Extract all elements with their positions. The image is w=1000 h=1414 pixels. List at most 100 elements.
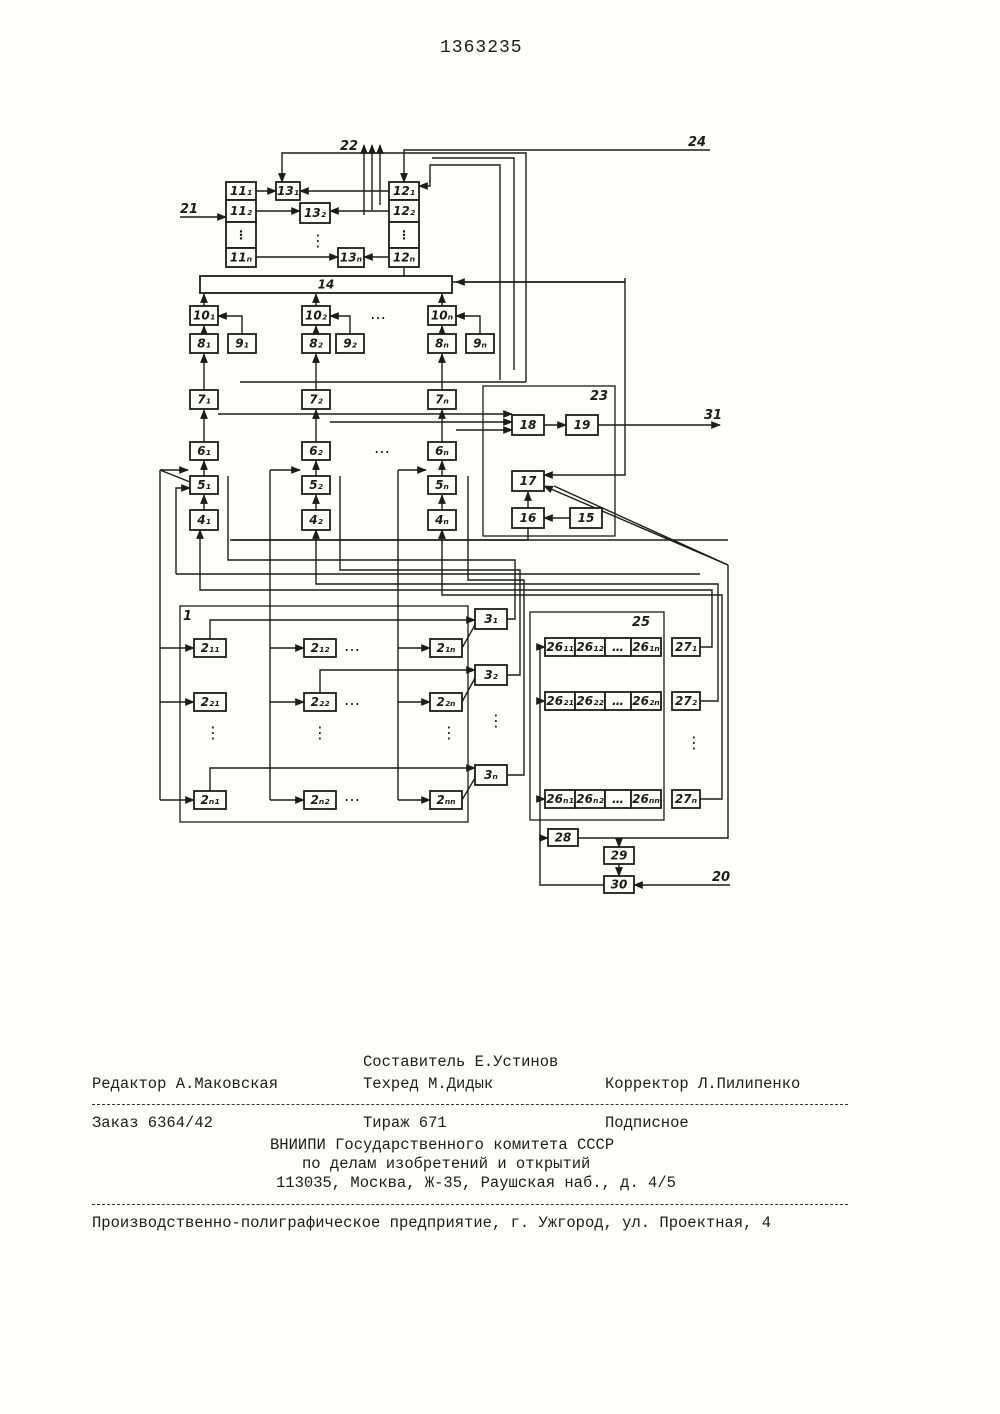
organization-line-1: ВНИИПИ Государственного комитета СССР: [270, 1136, 614, 1154]
block-27-2: 27₂: [672, 692, 700, 710]
circulation-line: Тираж 671: [363, 1114, 447, 1132]
block-26-1n: 26₁ₙ: [631, 638, 661, 656]
block-label: 2₁₁: [201, 641, 220, 655]
block-3-n: 3ₙ: [475, 765, 507, 785]
block-diagram: 11₁11₂⋮11ₙ13₁13₂13ₙ12₁12₂⋮12ₙ1410₁10₂10ₙ…: [0, 0, 1000, 940]
block-label: 13₂: [304, 206, 327, 220]
block-label: 7₂: [309, 393, 323, 407]
block-4-2: 4₂: [302, 510, 330, 530]
block-label: 18: [520, 418, 537, 432]
block-3-1: 3₁: [475, 609, 507, 629]
block-2-n1: 2ₙ₁: [194, 791, 226, 809]
block-label: 26₂₂: [576, 694, 604, 708]
block-label: 16: [520, 511, 537, 525]
order-line: Заказ 6364/42: [92, 1114, 213, 1132]
block-4-n: 4ₙ: [428, 510, 456, 530]
terminal-24: 24: [688, 135, 706, 150]
vertical-dots-mark: ⋮: [310, 231, 326, 250]
block-label: …: [612, 640, 624, 654]
block-28: 28: [548, 829, 578, 846]
corrector-line: Корректор Л.Пилипенко: [605, 1075, 800, 1093]
block-label: 5ₙ: [435, 478, 449, 492]
block-label: 12₂: [393, 204, 416, 218]
block-label: 3ₙ: [484, 768, 498, 782]
block-5-1: 5₁: [190, 476, 218, 494]
block-label: …: [612, 694, 624, 708]
block-label: 3₁: [484, 612, 498, 626]
organization-line-2: по делам изобретений и открытий: [302, 1155, 590, 1173]
block-label: 26ₙ₁: [546, 792, 573, 806]
block-label: 5₂: [309, 478, 323, 492]
vertical-dots-mark: ⋮: [312, 723, 328, 742]
ellipsis-mark: …: [344, 786, 360, 805]
block-label: 6₂: [309, 444, 323, 458]
block-15: 15: [570, 508, 602, 528]
block-label: 6₁: [197, 444, 211, 458]
wire: [176, 488, 190, 574]
block-26-n1: 26ₙ₁: [545, 790, 575, 808]
vertical-dots-mark: ⋮: [205, 723, 221, 742]
block-12-n: 12ₙ: [389, 248, 419, 267]
block-label: 13ₙ: [340, 251, 363, 265]
block-26-dn: …: [605, 790, 631, 808]
block-label: 26₂₁: [546, 694, 573, 708]
block-26-22: 26₂₂: [575, 692, 605, 710]
block-8-1: 8₁: [190, 334, 218, 353]
block-label: 26ₙₙ: [632, 792, 660, 806]
vertical-dots-mark: ⋮: [441, 723, 457, 742]
block-29: 29: [604, 847, 634, 864]
block-5-n: 5ₙ: [428, 476, 456, 494]
block-label: 26₂ₙ: [632, 694, 660, 708]
block-26-21: 26₂₁: [545, 692, 575, 710]
block-30: 30: [604, 876, 634, 893]
divider-bottom: [92, 1204, 848, 1205]
block-26-d1: …: [605, 638, 631, 656]
block-label: 19: [574, 418, 591, 432]
block-label: 2₁₂: [311, 641, 331, 655]
block-label: 8₁: [197, 337, 211, 351]
block-label: 8ₙ: [435, 337, 449, 351]
block-label: 8₂: [309, 337, 323, 351]
block-label: 7₁: [197, 393, 211, 407]
wire: [404, 150, 710, 182]
wire: [160, 470, 190, 482]
block-label: …: [612, 792, 624, 806]
block-label: 13₁: [277, 184, 299, 198]
ellipsis-mark: …: [344, 690, 360, 709]
compiler-line: Составитель Е.Устинов: [363, 1053, 558, 1071]
block-13-1: 13₁: [276, 182, 300, 200]
block-7-1: 7₁: [190, 390, 218, 409]
block-11-d: ⋮: [226, 222, 256, 248]
block-label: ⋮: [398, 228, 410, 242]
block-label: 9₂: [343, 337, 357, 351]
block-9-2: 9₂: [336, 334, 364, 353]
block-label: 9ₙ: [473, 337, 487, 351]
block-9-n: 9ₙ: [466, 334, 494, 353]
block-label: 9₁: [235, 337, 249, 351]
block-label: 26₁₁: [546, 640, 573, 654]
block-label: 27₂: [675, 694, 698, 708]
block-10-2: 10₂: [302, 306, 330, 325]
wire: [218, 316, 242, 334]
wire: [228, 476, 515, 619]
wire: [544, 278, 625, 475]
block-label: 2₁ₙ: [436, 641, 456, 655]
frame-23-label: 23: [590, 389, 608, 404]
block-label: 6ₙ: [435, 444, 449, 458]
block-19: 19: [566, 415, 598, 435]
block-6-2: 6₂: [302, 442, 330, 460]
block-label: 29: [611, 849, 628, 863]
block-12-2: 12₂: [389, 200, 419, 222]
block-label: 2₂ₙ: [436, 695, 456, 709]
block-2-1n: 2₁ₙ: [430, 639, 462, 657]
block-label: 4₂: [308, 513, 323, 527]
terminal-21: 21: [180, 202, 198, 217]
block-3-2: 3₂: [475, 665, 507, 685]
terminal-31: 31: [704, 408, 722, 423]
block-label: 11₂: [230, 204, 253, 218]
terminal-22: 22: [340, 139, 358, 154]
block-2-11: 2₁₁: [194, 639, 226, 657]
block-label: 26₁ₙ: [632, 640, 660, 654]
terminal-20: 20: [712, 870, 730, 885]
block-9-1: 9₁: [228, 334, 256, 353]
